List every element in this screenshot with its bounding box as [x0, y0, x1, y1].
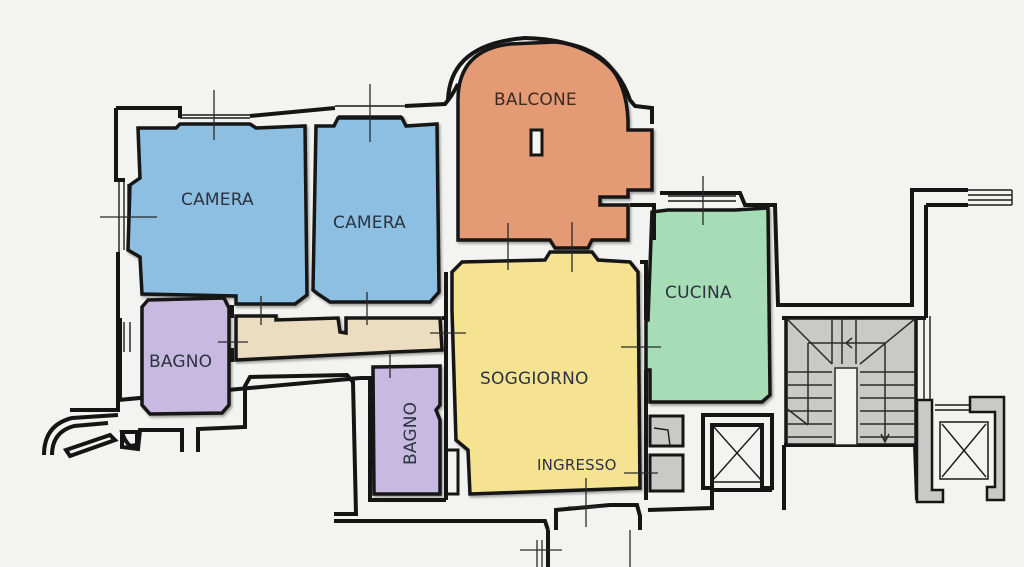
- cucina-fill: [644, 206, 772, 404]
- room-balcone[interactable]: BALCONE: [456, 40, 654, 250]
- room-cucina[interactable]: CUCINA: [644, 206, 772, 404]
- camera-1-fill: [126, 122, 309, 306]
- camera-2-label: CAMERA: [333, 213, 406, 233]
- inner-walls: [230, 203, 656, 502]
- camera-1-label: CAMERA: [181, 190, 254, 210]
- bagno-1-fill: [140, 296, 231, 416]
- room-camera-1[interactable]: CAMERA: [126, 122, 309, 306]
- room-camera-2[interactable]: CAMERA: [311, 116, 441, 304]
- room-corridoio[interactable]: [234, 314, 444, 362]
- bagno-2-label: BAGNO: [401, 402, 421, 465]
- room-soggiorno[interactable]: SOGGIORNO INGRESSO: [450, 250, 642, 496]
- soggiorno-fill: [450, 250, 642, 496]
- service-closets: [648, 414, 685, 493]
- camera-2-fill: [311, 116, 441, 304]
- opening-marks: [100, 84, 704, 567]
- corridoio-fill: [234, 314, 444, 362]
- elevator-2: [915, 395, 1006, 504]
- bagno-2-fill: [371, 364, 442, 496]
- room-bagno-2[interactable]: BAGNO: [371, 364, 442, 496]
- balcone-arc-wall: [446, 35, 654, 124]
- stair-arrow-down-icon: [880, 433, 890, 444]
- elevator-1: [701, 413, 774, 490]
- ingresso-label: INGRESSO: [537, 456, 617, 474]
- cucina-label: CUCINA: [665, 283, 732, 303]
- room-bagno-1[interactable]: BAGNO: [140, 296, 231, 416]
- balcone-column: [529, 128, 544, 157]
- soggiorno-label: SOGGIORNO: [480, 369, 589, 389]
- balcone-label: BALCONE: [494, 90, 577, 110]
- stairwell: [784, 316, 918, 447]
- stair-arrow-left-icon: [844, 337, 853, 349]
- bagno-1-label: BAGNO: [149, 352, 212, 372]
- balcone-fill: [456, 40, 654, 250]
